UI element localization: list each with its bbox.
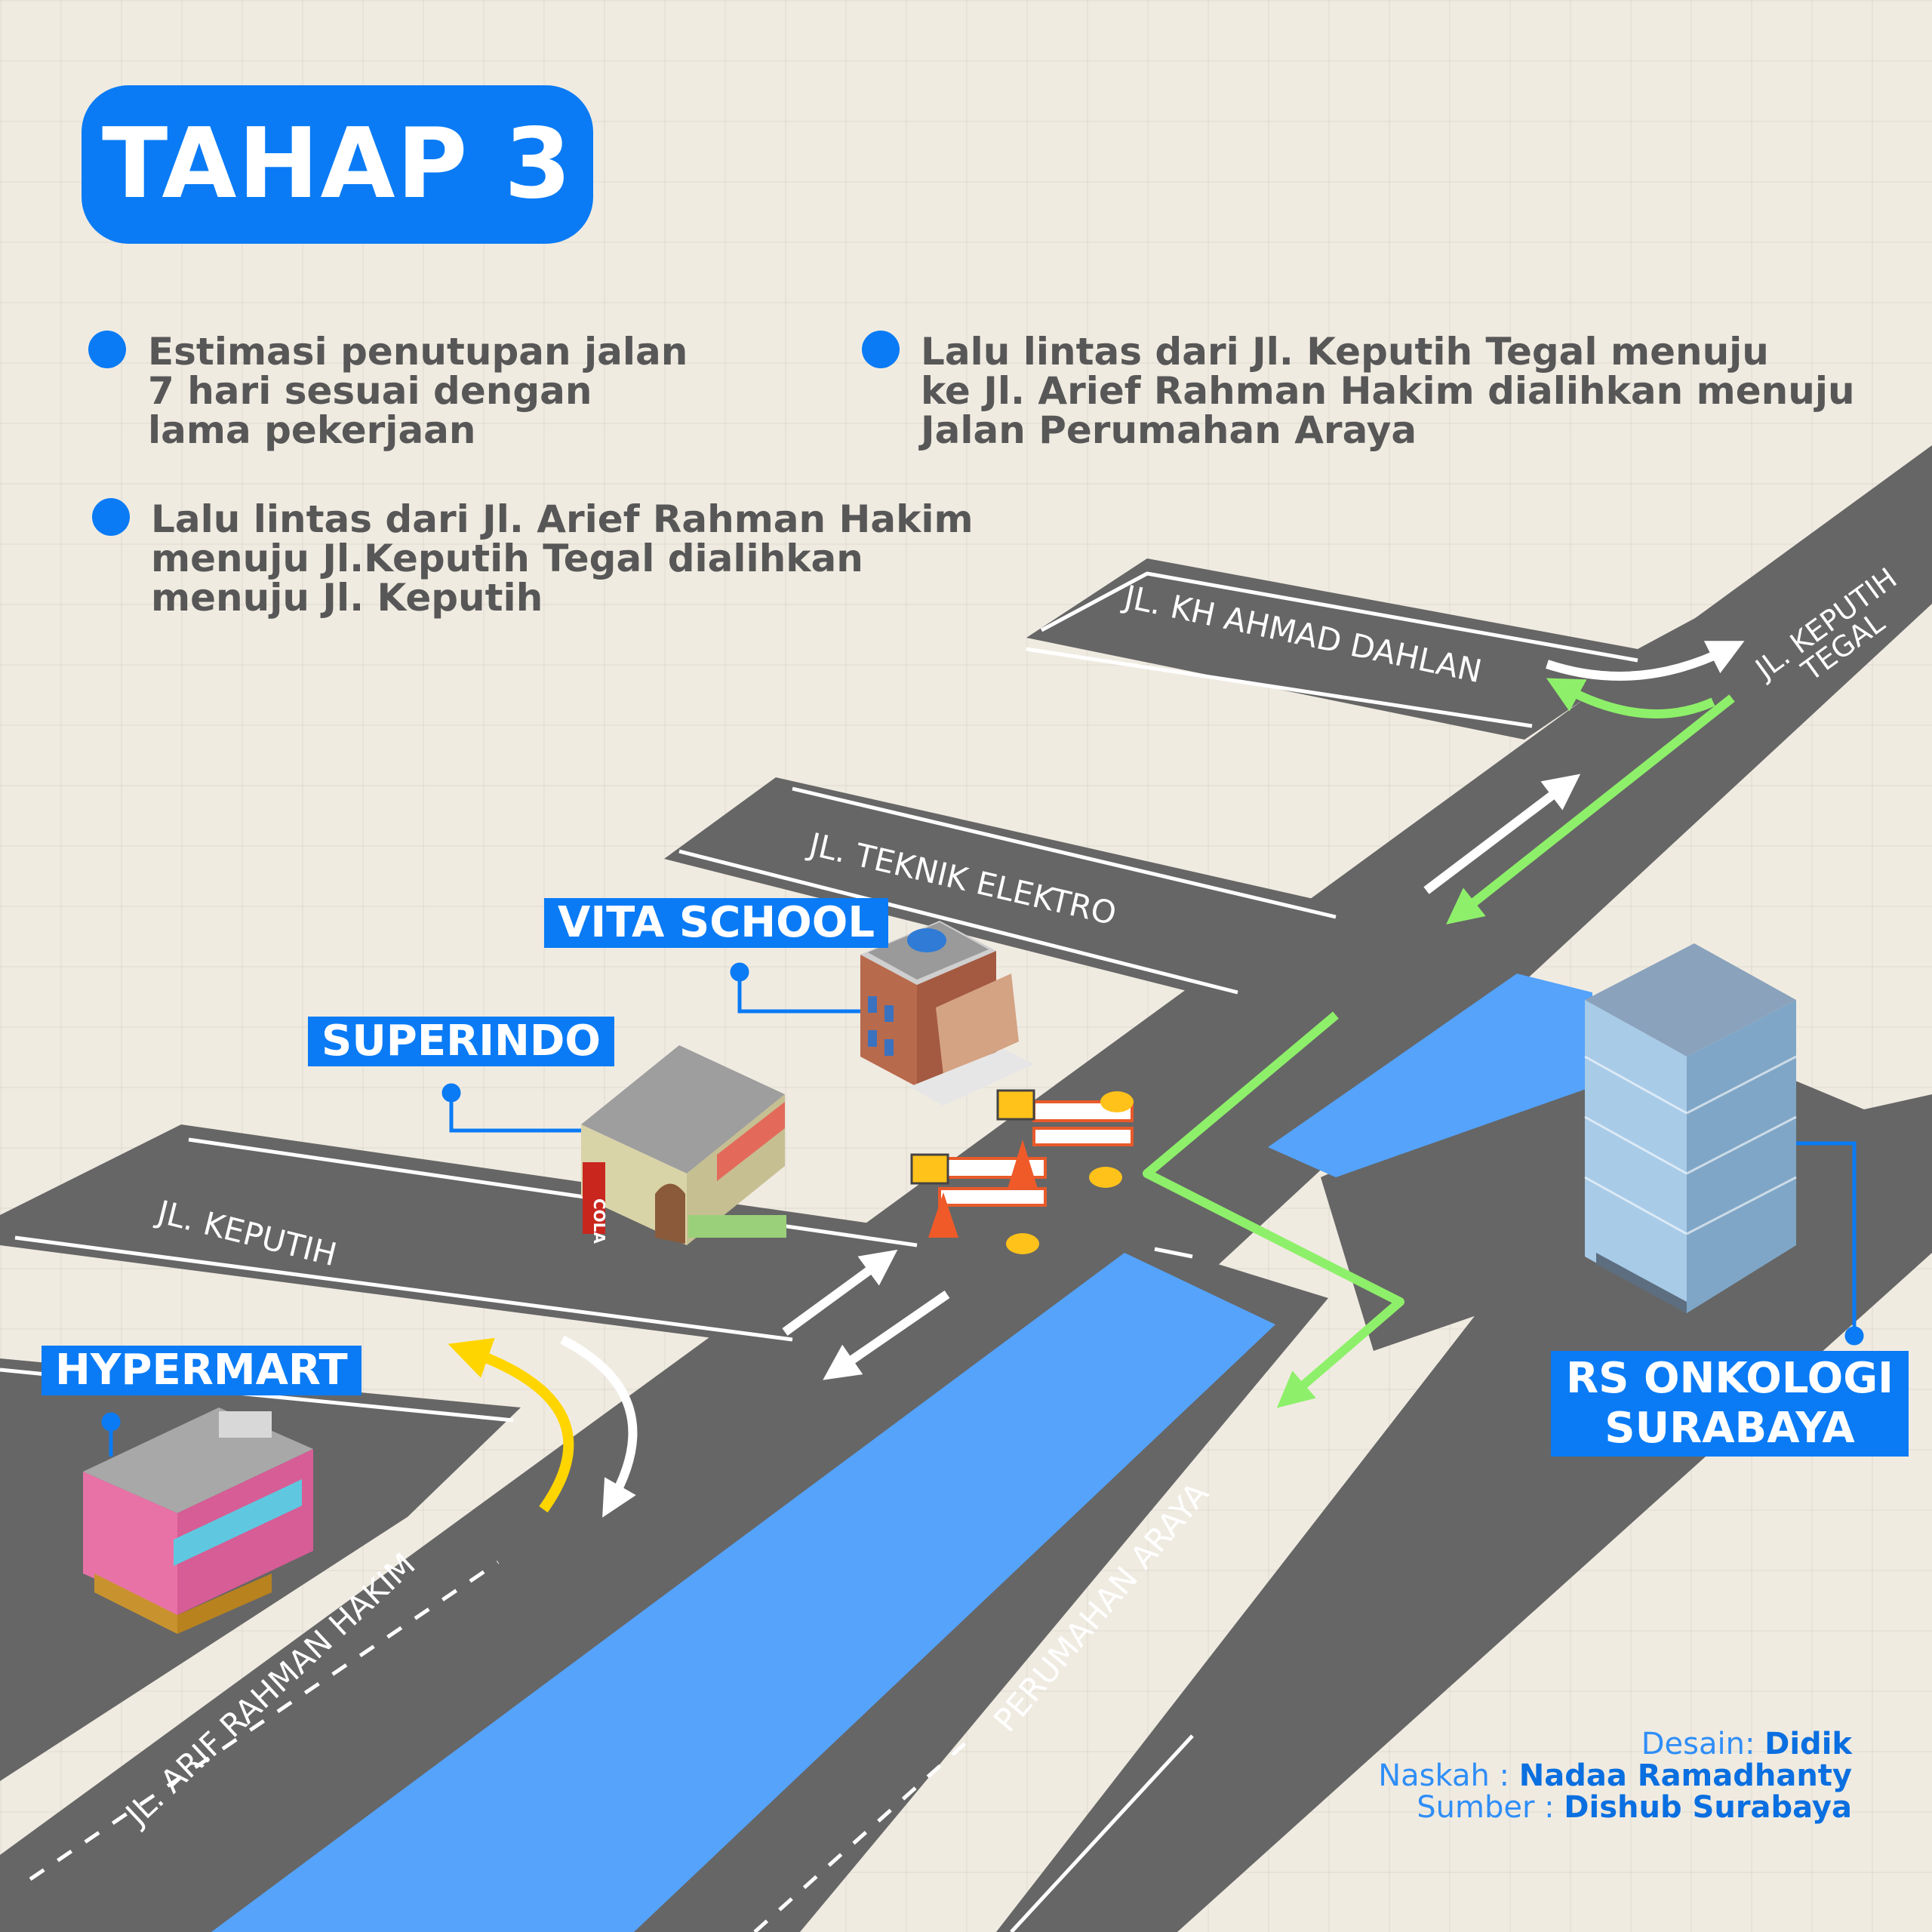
vita-school-building xyxy=(860,921,1034,1106)
hard-hat-icon xyxy=(1006,1091,1134,1254)
detour-route-yellow xyxy=(448,1337,574,1513)
rs-onkologi-building xyxy=(1584,943,1797,1313)
note-closure-estimate: Estimasi penutupan jalan 7 hari sesuai d… xyxy=(148,330,688,452)
note-arief-rahman-detour: Lalu lintas dari Jl. Arief Rahman Hakim … xyxy=(151,497,974,620)
credits: Desain: Didik Naskah : Nadaa Ramadhanty … xyxy=(1378,1728,1852,1823)
note-keputih-tegal-detour: Lalu lintas dari Jl. Keputih Tegal menuj… xyxy=(921,330,1855,452)
bullet-dot xyxy=(862,331,900,368)
cola-text: COLA xyxy=(590,1198,608,1244)
road-teknik-elektro xyxy=(664,777,1343,1004)
road-hospital xyxy=(1321,1072,1592,1351)
poi-label-rs-onkologi: RS ONKOLOGI SURABAYA xyxy=(1551,1351,1909,1457)
traffic-cone-icon xyxy=(928,1140,1038,1238)
bullet-dot xyxy=(92,498,130,536)
credit-script: Naskah : Nadaa Ramadhanty xyxy=(1378,1758,1852,1793)
lane-divider-right xyxy=(753,1734,975,1932)
road-edge-lines xyxy=(0,571,1638,1932)
superindo-building xyxy=(581,1045,786,1245)
canal-upper xyxy=(1268,974,1592,1177)
poi-label-vita-school: VITA SCHOOL xyxy=(544,898,889,948)
page-title: TAHAP 3 xyxy=(82,85,593,244)
detour-route-green xyxy=(1143,678,1735,1408)
credit-design: Desain: Didik xyxy=(1641,1727,1852,1761)
poi-label-hypermart: HYPERMART xyxy=(42,1346,361,1395)
bullet-dot xyxy=(88,331,126,368)
lane-divider-left xyxy=(29,1560,500,1881)
traffic-direction-arrows xyxy=(560,641,1745,1518)
road-keputih xyxy=(0,1124,928,1349)
credit-source: Sumber : Dishub Surabaya xyxy=(1417,1790,1852,1825)
hypermart-building xyxy=(83,1407,313,1634)
poi-connectors xyxy=(101,962,1864,1457)
warning-sign-icon xyxy=(910,1089,1035,1185)
poi-label-superindo: SUPERINDO xyxy=(308,1017,615,1066)
canal-lower xyxy=(211,1253,1275,1932)
